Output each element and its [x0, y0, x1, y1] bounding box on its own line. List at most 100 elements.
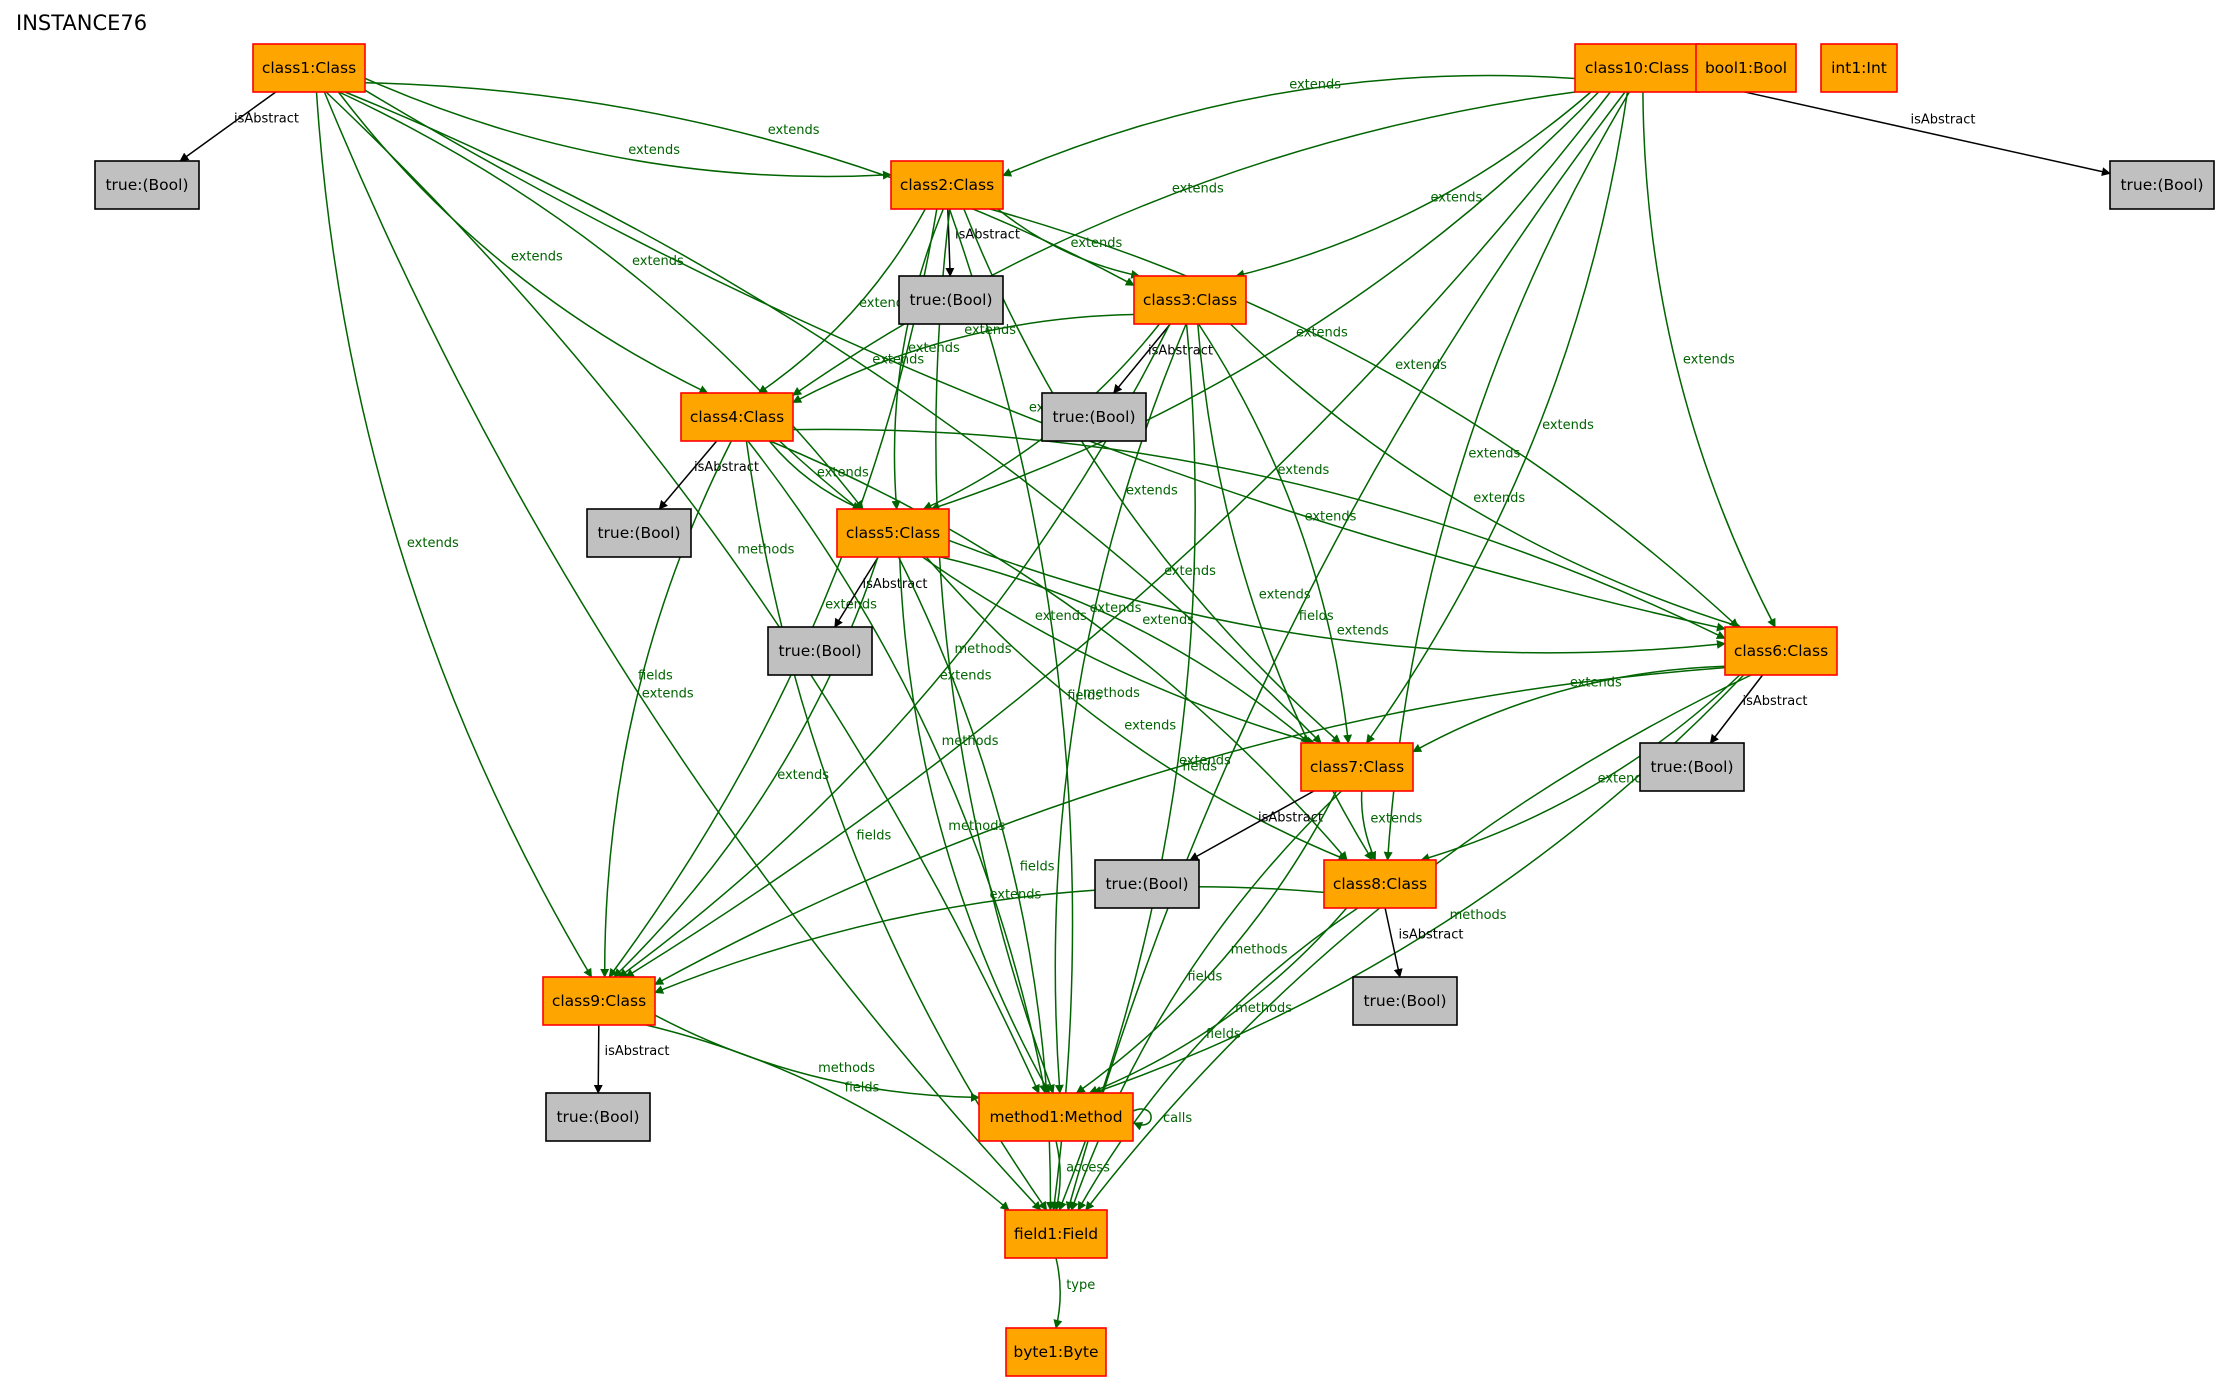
edge-label: extends	[872, 353, 924, 368]
edge-class1-t1: isAbstract	[179, 91, 299, 162]
edge-class5-class7: extends	[940, 556, 1311, 744]
edge-class10-class9: extends	[624, 91, 1611, 978]
node-label: true:(Bool)	[2120, 176, 2203, 194]
edge-label: methods	[942, 734, 999, 749]
edge-class8-method1: methods	[1088, 907, 1348, 1095]
node-label: true:(Bool)	[1105, 875, 1188, 893]
edge-label: type	[1066, 1278, 1095, 1293]
edge-label: fields	[1206, 1027, 1241, 1042]
edge-line	[364, 81, 1135, 286]
node-label: true:(Bool)	[1650, 758, 1733, 776]
node-label: true:(Bool)	[778, 642, 861, 660]
node-box	[1820, 43, 1898, 93]
node-box	[542, 976, 656, 1026]
edge-label: methods	[955, 642, 1012, 657]
edge-class1-class2: extends	[364, 77, 892, 180]
edge-line	[1197, 323, 1353, 744]
node-int1: int1:Int	[1820, 43, 1898, 93]
edge-class8-field1: fields	[1077, 907, 1359, 1211]
edge-line	[1360, 790, 1377, 861]
edge-label: methods	[1231, 943, 1288, 958]
node-t6: true:(Bool)	[1639, 742, 1745, 792]
edge-class2-method1: methods	[935, 208, 1055, 1094]
edge-label: extends	[511, 250, 563, 265]
edge-label: extends	[1126, 484, 1178, 499]
node-box	[1574, 43, 1700, 93]
edge-label: methods	[948, 819, 1005, 834]
edge-class10-class6: extends	[1642, 91, 1776, 628]
edge-label: calls	[1163, 1111, 1192, 1126]
node-class6: class6:Class	[1724, 626, 1838, 676]
edge-label: isAbstract	[694, 460, 759, 475]
edge-label: extends	[1296, 326, 1348, 341]
edge-line	[337, 91, 709, 394]
edge-line	[323, 91, 1042, 1211]
node-label: true:(Bool)	[556, 1108, 639, 1126]
edge-label: fields	[856, 829, 891, 844]
edge-label: extends	[825, 598, 877, 613]
edge-line	[179, 91, 277, 162]
edge-class1-method1: methods	[325, 91, 1040, 1094]
edge-label: extends	[1124, 719, 1176, 734]
node-class1: class1:Class	[252, 43, 366, 93]
edge-label: isAbstract	[955, 228, 1020, 243]
edge-label: extends	[908, 341, 960, 356]
node-box	[978, 1092, 1134, 1142]
node-bool1: bool1:Bool	[1695, 43, 1797, 93]
node-box	[1695, 43, 1797, 93]
edge-line	[1229, 323, 1742, 629]
node-label: class4:Class	[690, 408, 784, 426]
edge-class10-class5: extends	[930, 91, 1600, 511]
edge-line	[1058, 323, 1196, 1211]
edge-label: extends	[1683, 352, 1735, 367]
edge-label: extends	[1164, 564, 1216, 579]
edge-class10-class3: extends	[1235, 91, 1592, 279]
edge-label: fields	[1187, 969, 1222, 984]
edge-label: extends	[940, 669, 992, 684]
edge-method1-method1: calls	[1132, 1108, 1192, 1131]
edge-label: isAbstract	[863, 577, 928, 592]
node-label: class2:Class	[900, 176, 994, 194]
edge-class7-t7: isAbstract	[1189, 790, 1323, 861]
edge-label: extends	[632, 254, 684, 269]
node-box	[1133, 275, 1247, 325]
edge-class6-t6: isAbstract	[1709, 674, 1807, 744]
node-box	[1005, 1327, 1107, 1377]
edge-line	[834, 556, 879, 628]
edge-line	[948, 208, 1074, 1211]
node-class10: class10:Class	[1574, 43, 1700, 93]
edge-line	[1113, 323, 1171, 394]
edge-class8-t8: isAbstract	[1384, 907, 1463, 978]
edge-class2-class6: extends	[989, 208, 1739, 628]
edge-class6-class9: extends	[654, 666, 1726, 986]
node-label: class6:Class	[1734, 642, 1828, 660]
edge-line	[624, 91, 1611, 978]
edge-line	[1235, 91, 1592, 279]
node-label: class5:Class	[846, 524, 940, 542]
node-label: int1:Int	[1831, 59, 1887, 77]
edge-label: fields	[1067, 688, 1102, 703]
edge-line	[1698, 81, 2111, 177]
edge-label: extends	[1395, 358, 1447, 373]
node-label: method1:Method	[989, 1108, 1122, 1126]
edge-label: methods	[1083, 686, 1140, 701]
edge-label: extends	[1035, 609, 1087, 624]
edge-class3-class7: extends	[1197, 323, 1357, 744]
edge-class5-t5: isAbstract	[834, 556, 928, 628]
node-box	[898, 275, 1004, 325]
edge-line	[593, 1024, 603, 1094]
edge-label: extends	[768, 123, 820, 138]
edge-line	[1053, 1257, 1063, 1329]
node-box	[545, 1092, 651, 1142]
edge-line	[1420, 674, 1741, 862]
node-label: class7:Class	[1310, 758, 1404, 776]
edge-line	[1709, 674, 1764, 744]
edge-class5-class6: extends	[948, 539, 1726, 654]
edge-class7-method1: methods	[1075, 790, 1338, 1094]
edge-line	[1002, 74, 1576, 177]
edge-line	[1412, 665, 1726, 753]
node-label: class8:Class	[1333, 875, 1427, 893]
